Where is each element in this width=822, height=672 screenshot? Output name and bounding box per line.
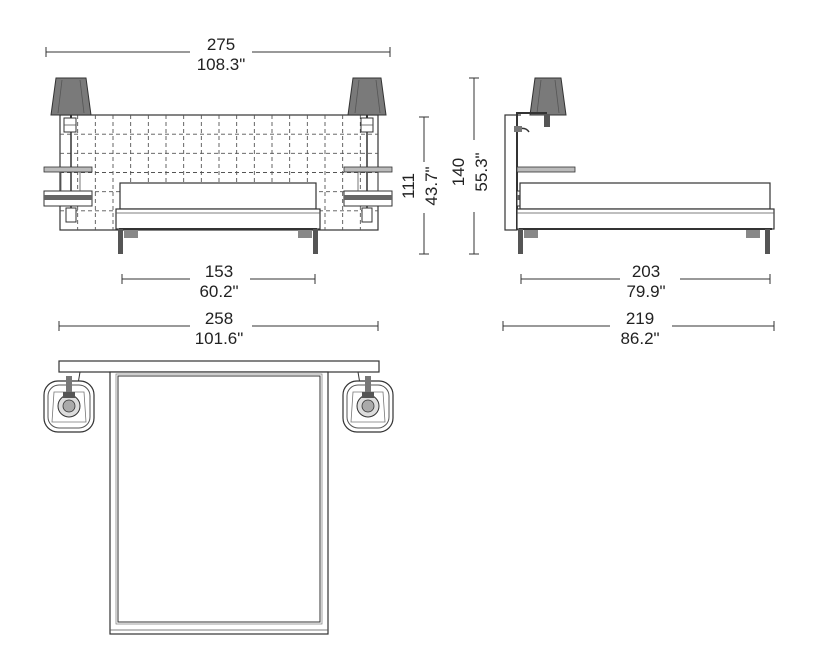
- overall-width-in: 108.3": [197, 55, 246, 74]
- bed-front: [115, 182, 321, 254]
- overall-width-cm: 275: [207, 35, 235, 54]
- top-width-in: 101.6": [195, 329, 244, 348]
- overall-length-in: 86.2": [620, 329, 659, 348]
- dimension-overall-length: 219 86.2": [502, 309, 775, 348]
- headboard-height-in: 43.7": [422, 166, 441, 205]
- front-view: 275 108.3": [43, 35, 441, 301]
- left-nightstand: [43, 166, 93, 207]
- headboard-height-cm: 111: [399, 173, 418, 199]
- top-mattress: [109, 371, 329, 635]
- lamp-height-in: 55.3": [472, 152, 491, 191]
- bed-length-cm: 203: [632, 262, 660, 281]
- dimension-bed-length: 203 79.9": [520, 262, 771, 301]
- top-view: 258 101.6": [43, 309, 394, 635]
- dimension-bed-width: 153 60.2": [121, 262, 316, 301]
- right-lamp: [347, 77, 387, 223]
- side-view: 140 55.3": [449, 77, 775, 348]
- dimension-top-width: 258 101.6": [58, 309, 379, 348]
- top-left-nightstand: [43, 371, 95, 433]
- lamp-height-cm: 140: [449, 158, 468, 186]
- dimension-overall-width: 275 108.3": [45, 35, 391, 74]
- bed-length-in: 79.9": [626, 282, 665, 301]
- side-lamp: [514, 77, 567, 133]
- overall-length-cm: 219: [626, 309, 654, 328]
- bed-side: [516, 182, 775, 254]
- top-width-cm: 258: [205, 309, 233, 328]
- dimension-lamp-height: 140 55.3": [449, 77, 491, 255]
- right-nightstand: [343, 166, 393, 207]
- dimension-headboard-height: 111 43.7": [399, 116, 441, 255]
- top-headboard: [58, 360, 380, 373]
- bed-width-cm: 153: [205, 262, 233, 281]
- top-right-nightstand: [342, 371, 394, 433]
- bed-width-in: 60.2": [199, 282, 238, 301]
